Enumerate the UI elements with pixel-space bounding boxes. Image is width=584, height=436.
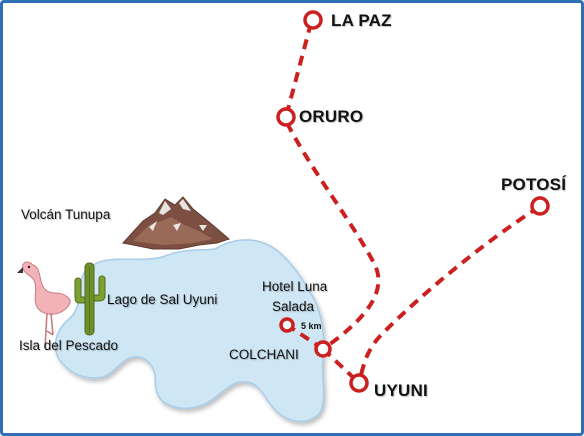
route-lines: [285, 22, 541, 383]
place-label-volcan: Volcán Tunupa: [21, 207, 111, 222]
cactus-icon: [74, 262, 106, 336]
flamingo-icon: [17, 261, 71, 348]
city-label-potosi[interactable]: POTOSÍ: [501, 175, 567, 194]
place-label-lago: Lago de Sal Uyuni: [107, 292, 218, 307]
city-label-oruro[interactable]: ORURO: [299, 107, 364, 126]
city-label-colchani[interactable]: COLCHANI: [229, 347, 299, 362]
route-map: [17, 10, 550, 423]
salt-flat-lake: [54, 239, 325, 423]
city-marker-icon[interactable]: [349, 373, 369, 393]
distance-label: 5 km: [301, 321, 322, 331]
city-label-la-paz[interactable]: LA PAZ: [331, 11, 392, 30]
route-oruro-colchani: [285, 122, 381, 351]
place-label-hotel-line1: Hotel Luna: [262, 279, 328, 294]
city-marker-icon[interactable]: [279, 317, 295, 333]
city-marker-icon[interactable]: [303, 10, 323, 30]
place-label-isla: Isla del Pescado: [19, 338, 119, 353]
city-marker-icon[interactable]: [314, 340, 332, 358]
city-marker-icon[interactable]: [530, 196, 550, 216]
route-lapaz-oruro: [285, 22, 313, 114]
city-markers: [276, 10, 550, 393]
route-potosi-uyuni: [359, 205, 541, 376]
place-label-hotel-line2: Salada: [272, 299, 315, 314]
city-label-uyuni[interactable]: UYUNI: [374, 381, 428, 400]
city-marker-icon[interactable]: [276, 107, 296, 127]
mountain-icon: [122, 196, 230, 250]
